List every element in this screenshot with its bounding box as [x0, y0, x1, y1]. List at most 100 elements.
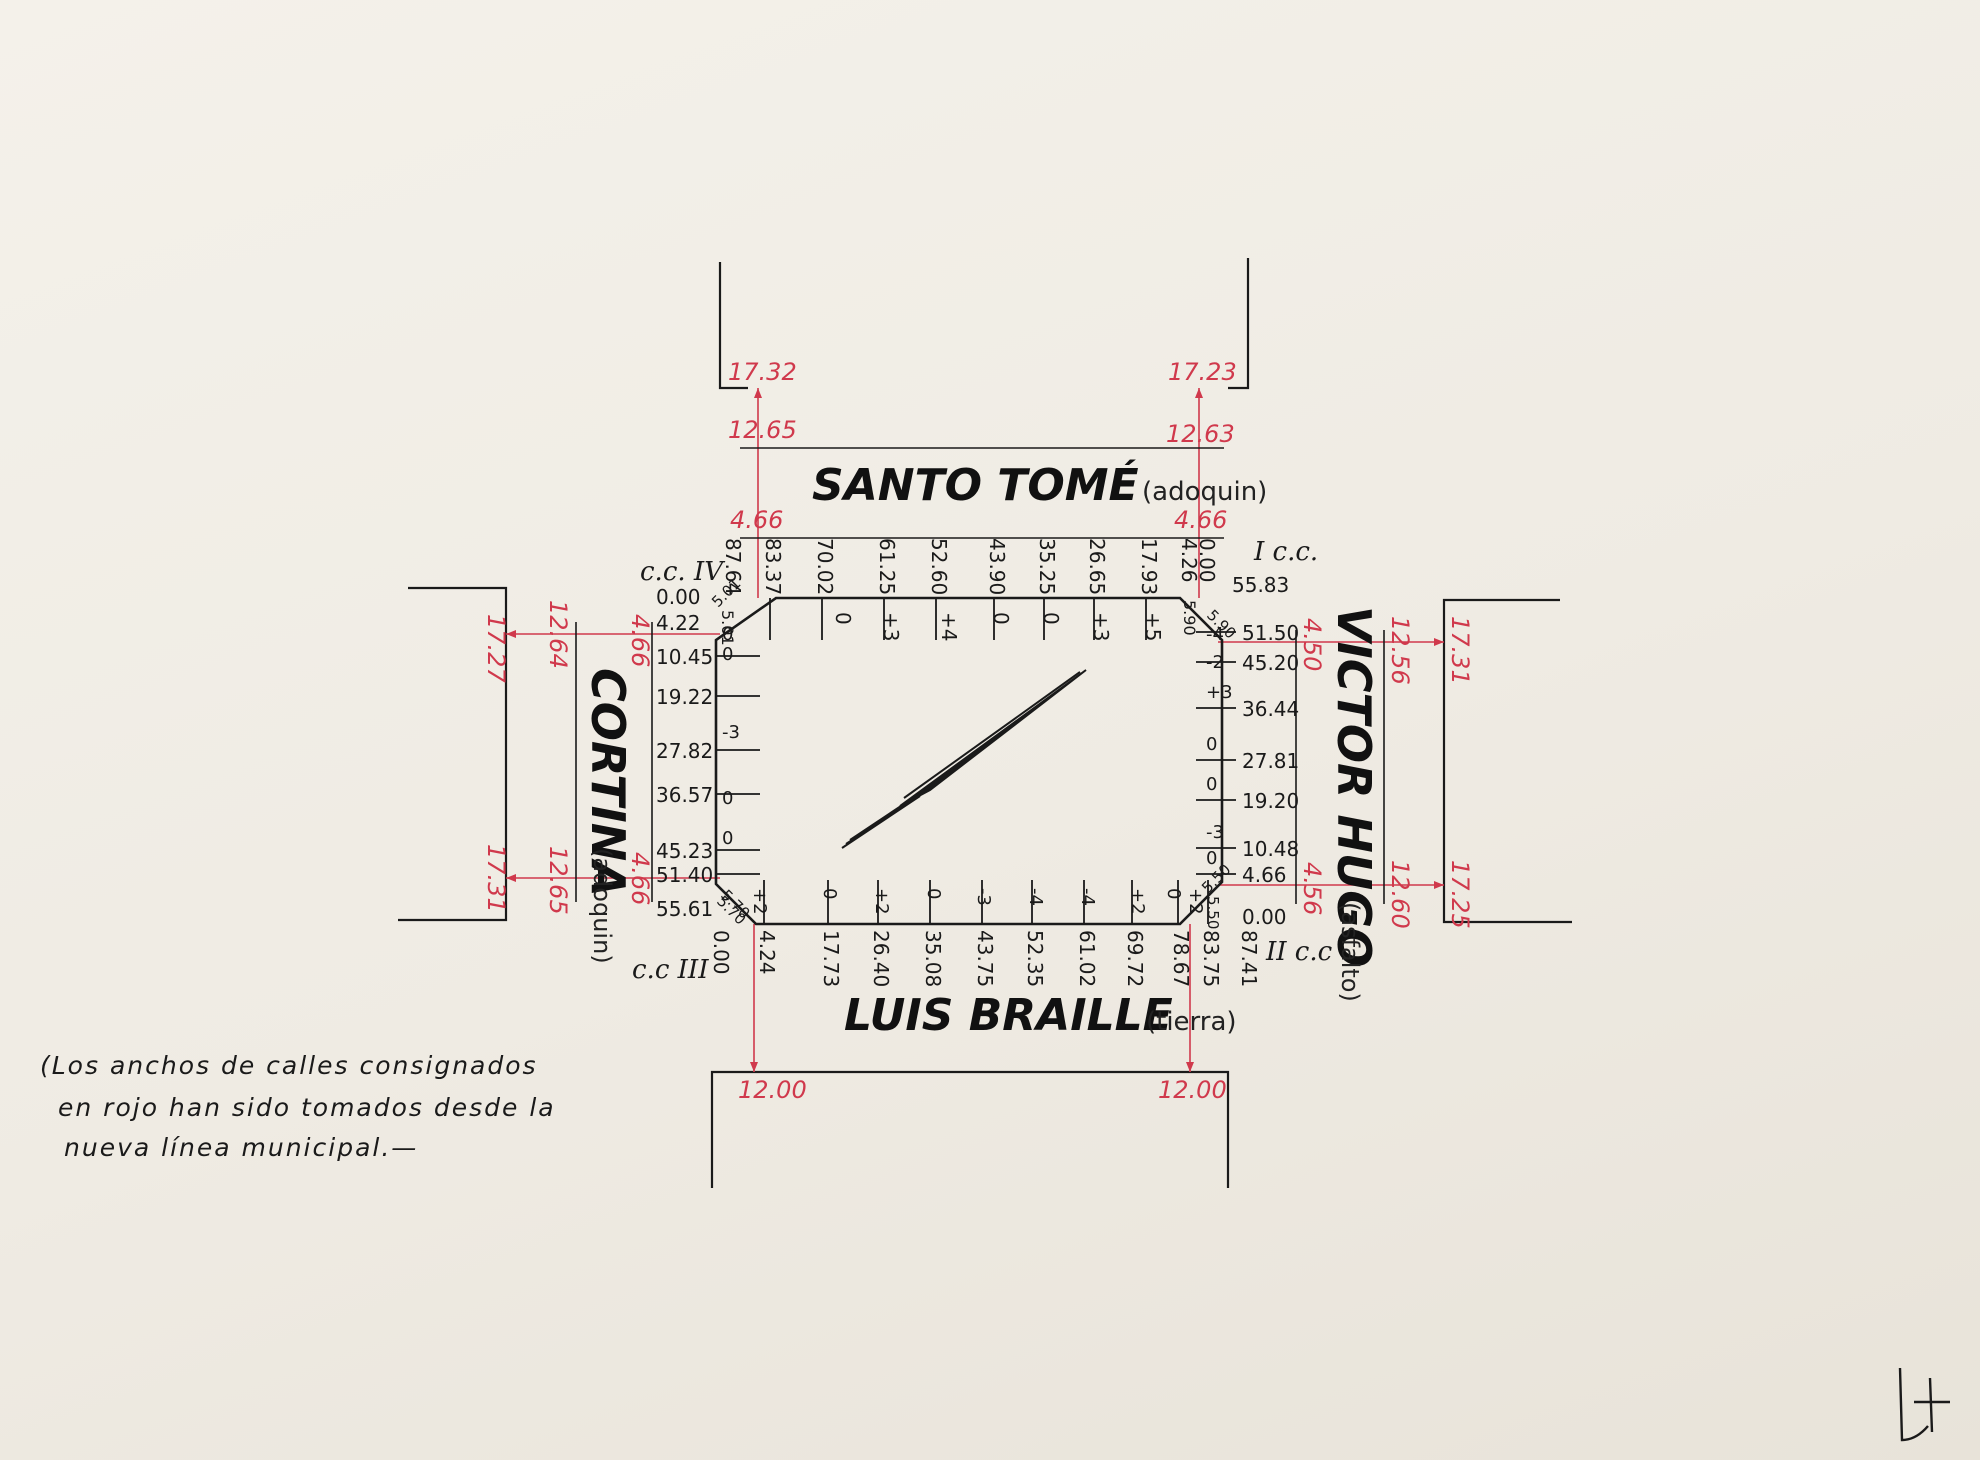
- width-right-outer-top: 17.31: [1446, 616, 1474, 685]
- note-line-3: nueva línea municipal.—: [64, 1133, 418, 1162]
- left-deviation: 0: [722, 828, 733, 849]
- corner-label-II: II c.c: [1265, 937, 1333, 967]
- bottom-deviation: 0: [819, 888, 840, 899]
- right-measure: 55.83: [1232, 573, 1289, 597]
- note-line-2: en rojo han sido tomados desde la: [58, 1093, 556, 1122]
- street-frames: [398, 258, 1572, 1188]
- street-surface-top: (adoquin): [1142, 477, 1267, 507]
- street-names: SANTO TOMÉ (adoquin) LUIS BRAILLE (tierr…: [581, 458, 1381, 1041]
- corner-label-III: c.c III: [632, 955, 709, 985]
- bottom-corner-mark: 5.50: [1204, 896, 1222, 929]
- right-measure: 36.44: [1242, 697, 1299, 721]
- bottom-deviation: +2: [1127, 888, 1148, 915]
- width-left-inner-bottom: 4.66: [626, 852, 654, 905]
- bottom-deviation: 0: [923, 888, 944, 899]
- bottom-deviation: +2: [1185, 888, 1206, 915]
- top-deviation: 0: [831, 612, 855, 625]
- bottom-measure: 83.75: [1199, 930, 1223, 987]
- note-line-1: (Los anchos de calles consignados: [40, 1051, 538, 1080]
- left-deviation: 0: [722, 624, 733, 645]
- left-deviation: 0: [722, 788, 733, 809]
- left-measure: 36.57: [656, 783, 713, 807]
- arrow-left-bottom: [506, 874, 516, 882]
- red-street-widths: 17.32 17.23 12.65 12.63 4.66 4.66 17.31 …: [482, 358, 1474, 1104]
- bottom-deviation: 0: [1163, 888, 1184, 899]
- block-outline: [714, 596, 1224, 926]
- top-measure: 87.64: [721, 538, 745, 595]
- bottom-deviation: +2: [871, 888, 892, 915]
- right-deviation: +3: [1206, 682, 1233, 703]
- top-corner-mark: 5.01: [718, 610, 737, 646]
- arrow-top-left: [754, 388, 762, 398]
- top-deviation: +3: [879, 612, 903, 641]
- right-measure: 19.20: [1242, 789, 1299, 813]
- left-measure: 55.61: [656, 897, 713, 921]
- left-measure: 51.40: [656, 863, 713, 887]
- top-measure: 70.02: [813, 538, 837, 595]
- right-measure: 27.81: [1242, 749, 1299, 773]
- top-deviation: 0: [1039, 612, 1063, 625]
- bottom-measure: 78.67: [1169, 930, 1193, 987]
- top-corner-mark: 5.90: [1180, 600, 1199, 636]
- street-name-bottom: LUIS BRAILLE: [844, 990, 1173, 1041]
- width-left-outer-top: 17.27: [482, 614, 510, 683]
- width-top-inner-left: 4.66: [730, 506, 783, 534]
- arrow-right-bottom: [1434, 881, 1444, 889]
- width-top-mid-right: 12.63: [1166, 420, 1235, 448]
- right-deviation: 0: [1206, 774, 1217, 795]
- bottom-measure: 61.02: [1075, 930, 1099, 987]
- left-measure: 4.22: [656, 611, 701, 635]
- bottom-deviation: +2: [749, 888, 770, 915]
- top-deviation: +5: [1141, 612, 1165, 641]
- left-deviation: 0: [722, 644, 733, 665]
- right-measure: 10.48: [1242, 837, 1299, 861]
- top-deviation: 0: [989, 612, 1013, 625]
- left-measure: 0.00: [656, 585, 701, 609]
- right-deviation: -3: [1206, 822, 1224, 843]
- width-top-outer-left: 17.32: [728, 358, 797, 386]
- right-street-frame: [1442, 598, 1572, 924]
- footnote: (Los anchos de calles consignados en roj…: [40, 1051, 556, 1162]
- corner-label-IV: c.c. IV: [640, 557, 725, 587]
- right-measure: 4.66: [1242, 863, 1287, 887]
- left-deviation: -3: [722, 722, 740, 743]
- top-measure: 83.37: [761, 538, 785, 595]
- top-street-frame: [718, 258, 1250, 390]
- bottom-measure: 69.72: [1123, 930, 1147, 987]
- arrow-bottom-right: [1186, 1062, 1194, 1072]
- left-measure: 19.22: [656, 685, 713, 709]
- left-measure: 10.45: [656, 645, 713, 669]
- width-left-mid-bottom: 12.65: [544, 846, 572, 915]
- red-width-lines: [506, 388, 1444, 1072]
- top-measure: 17.93: [1137, 538, 1161, 595]
- width-top-outer-right: 17.23: [1168, 358, 1237, 386]
- right-deviation: -4: [1206, 624, 1224, 645]
- bottom-measure: 0.00: [709, 930, 733, 975]
- right-measure: 51.50: [1242, 621, 1299, 645]
- width-bottom-outer-right: 12.00: [1158, 1076, 1227, 1104]
- corner-labels: I c.c. II c.c c.c III c.c. IV: [632, 537, 1333, 985]
- width-right-mid-bottom: 12.60: [1386, 860, 1414, 929]
- arrow-right-top: [1434, 638, 1444, 646]
- arrow-left-top: [506, 630, 516, 638]
- width-left-outer-bottom: 17.31: [482, 844, 510, 913]
- street-name-right: VICTOR HUGO: [1327, 606, 1381, 967]
- top-measure: 0.00: [1195, 538, 1219, 583]
- street-name-top: SANTO TOMÉ: [812, 458, 1139, 511]
- width-right-inner-top: 4.50: [1298, 618, 1326, 671]
- north-arrow-icon: [841, 669, 1087, 849]
- left-street-frame: [398, 586, 508, 922]
- bottom-deviation: -3: [973, 888, 994, 906]
- left-measure: 27.82: [656, 739, 713, 763]
- width-top-inner-right: 4.66: [1174, 506, 1227, 534]
- bottom-measure: 4.24: [755, 930, 779, 975]
- bottom-measure: 26.40: [869, 930, 893, 987]
- top-measure: 43.90: [985, 538, 1009, 595]
- bottom-measure: 35.08: [921, 930, 945, 987]
- bottom-street-frame: [710, 1070, 1230, 1188]
- arrow-bottom-left: [750, 1062, 758, 1072]
- width-left-inner-top: 4.66: [626, 614, 654, 667]
- bottom-measure: 52.35: [1023, 930, 1047, 987]
